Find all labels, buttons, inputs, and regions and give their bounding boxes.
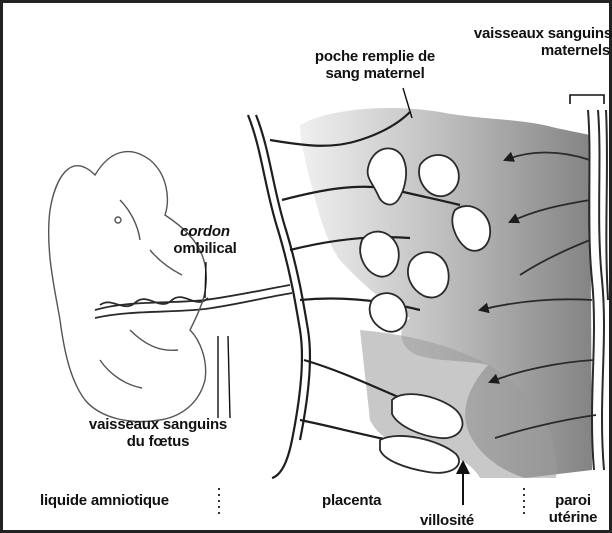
villus-label: villosité	[420, 512, 474, 529]
maternal-vessels-label: vaisseaux sanguins maternels	[452, 25, 612, 59]
maternal-blood-pocket-label: poche remplie de sang maternel	[290, 48, 460, 82]
zone-placenta-label: placenta	[322, 492, 381, 509]
uterine-wall-line1: paroi	[540, 492, 606, 509]
zone-amniotic-fluid-label: liquide amniotique	[40, 492, 169, 509]
umbilical-cord-label: cordon ombilical	[160, 223, 250, 257]
umbilical-cord-line2: ombilical	[160, 240, 250, 257]
maternal-vessels-line2: maternels	[452, 42, 612, 59]
fetal-vessels-line2: du fœtus	[70, 433, 246, 450]
fetal-vessels-label: vaisseaux sanguins du fœtus	[70, 416, 246, 450]
uterine-wall-line2: utérine	[540, 509, 606, 526]
zone-uterine-wall-label: paroi utérine	[540, 492, 606, 526]
villus-pointer-arrow	[456, 460, 470, 505]
maternal-vessels-line1: vaisseaux sanguins	[452, 25, 612, 42]
umbilical-cord	[95, 285, 292, 318]
fetal-vessels-line1: vaisseaux sanguins	[70, 416, 246, 433]
maternal-blood-pocket-line2: sang maternel	[290, 65, 460, 82]
maternal-blood-pocket-line1: poche remplie de	[290, 48, 460, 65]
fetus-drawing	[49, 152, 207, 422]
maternal-vessels-bracket	[570, 95, 604, 104]
umbilical-cord-line1: cordon	[160, 223, 250, 240]
